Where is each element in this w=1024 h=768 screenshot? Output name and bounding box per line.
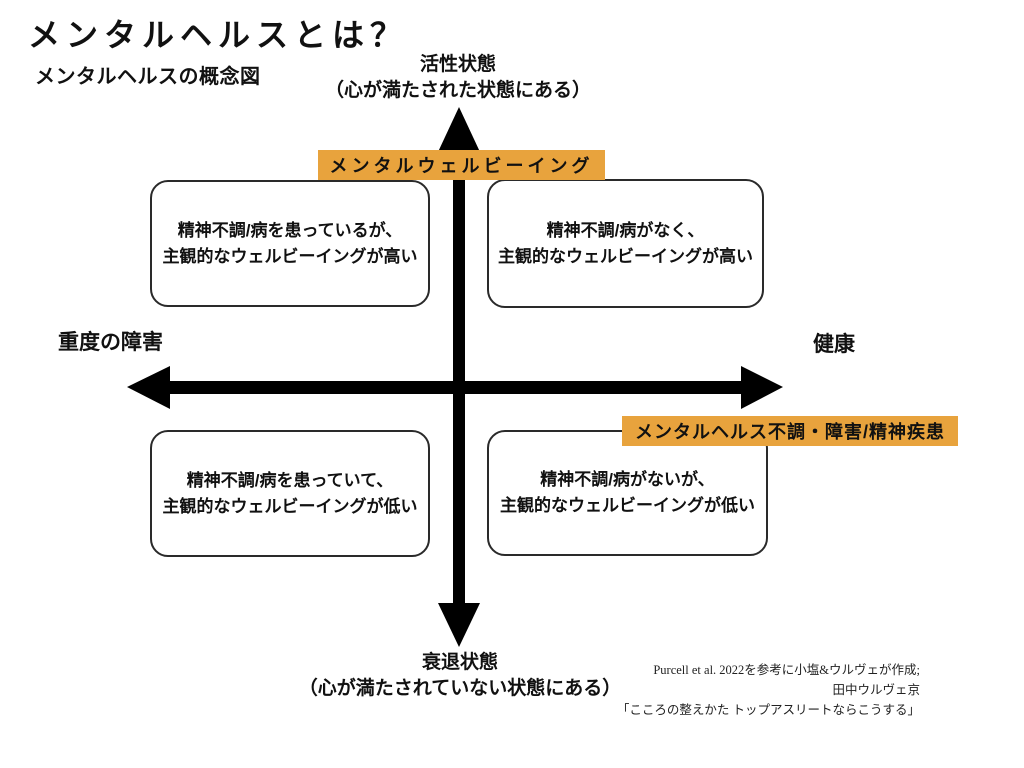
quadrant-box-top-left: 精神不調/病を患っているが、 主観的なウェルビーイングが高い: [150, 180, 430, 307]
down-arrowhead-icon: [438, 603, 480, 647]
attribution-line: 田中ウルヴェ京: [832, 683, 920, 697]
page-subtitle: メンタルヘルスの概念図: [35, 66, 261, 88]
disorder-highlight-label: メンタルヘルス不調・障害/精神疾患: [622, 416, 958, 446]
wellbeing-highlight-label: メンタルウェルビーイング: [318, 150, 605, 180]
quadrant-text-line: 精神不調/病がないが、: [540, 470, 715, 489]
right-arrowhead-icon: [741, 366, 783, 409]
bottom-axis-caption: 衰退状態 （心が満たされていない状態にある）: [299, 650, 621, 702]
vertical-axis-shaft: [453, 148, 465, 608]
horizontal-axis-shaft: [165, 381, 745, 394]
up-arrowhead-icon: [438, 107, 480, 152]
bottom-axis-label: 衰退状態: [421, 652, 498, 673]
quadrant-text-line: 主観的なウェルビーイングが低い: [162, 496, 418, 516]
attribution-line: Purcell et al. 2022を参考に小塩&ウルヴェが作成;: [653, 663, 920, 677]
quadrant-text-line: 精神不調/病を患っているが、: [177, 220, 403, 240]
quadrant-text-line: 主観的なウェルビーイングが高い: [162, 246, 418, 266]
right-axis-label: 健康: [813, 333, 855, 356]
quadrant-box-bottom-right: 精神不調/病がないが、 主観的なウェルビーイングが低い: [487, 430, 768, 556]
quadrant-text-line: 主観的なウェルビーイングが高い: [498, 246, 753, 266]
top-axis-sublabel: （心が満たされた状態にある）: [324, 80, 592, 101]
page-title: メンタルヘルスとは？: [28, 16, 409, 54]
quadrant-text-line: 精神不調/病がなく、: [546, 220, 705, 240]
attribution-line: 「こころの整えかた トップアスリートならこうする」: [616, 703, 920, 717]
left-arrowhead-icon: [127, 366, 170, 409]
quadrant-box-top-right: 精神不調/病がなく、 主観的なウェルビーイングが高い: [487, 179, 764, 308]
top-axis-label: 活性状態: [419, 54, 497, 75]
top-axis-caption: 活性状態 （心が満たされた状態にある）: [325, 52, 591, 104]
attribution: Purcell et al. 2022を参考に小塩&ウルヴェが作成; 田中ウルヴ…: [560, 660, 920, 720]
quadrant-text-line: 精神不調/病を患っていて、: [186, 470, 394, 490]
quadrant-text-line: 主観的なウェルビーイングが低い: [500, 496, 755, 515]
left-axis-label: 重度の障害: [58, 331, 163, 354]
bottom-axis-sublabel: （心が満たされていない状態にある）: [298, 678, 622, 699]
quadrant-box-bottom-left: 精神不調/病を患っていて、 主観的なウェルビーイングが低い: [150, 430, 430, 557]
